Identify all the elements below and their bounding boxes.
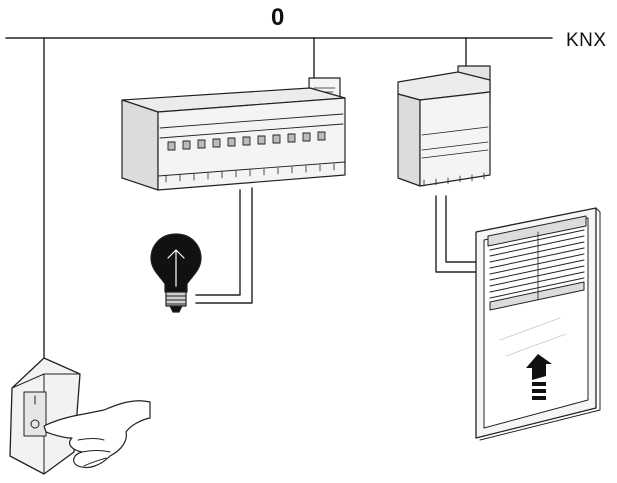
light-bulb-icon [150,233,202,313]
switch-actuator [121,77,346,191]
up-arrow-icon [526,354,552,400]
bus-line-label: 0 [271,4,285,31]
actuator-channel-buttons [167,131,326,151]
actuator-terminals [165,163,335,183]
blind-wires [435,195,489,273]
bus-drop-lines [43,37,467,359]
wall-switch-icon [9,357,81,475]
hand-icon [43,400,151,469]
window-blind-icon [475,207,601,441]
lamp-wires [195,187,253,304]
blind-actuator-terminals [423,172,485,187]
bus-name-label: KNX [566,30,607,51]
blind-actuator [397,65,491,187]
blind-slats [487,215,587,311]
